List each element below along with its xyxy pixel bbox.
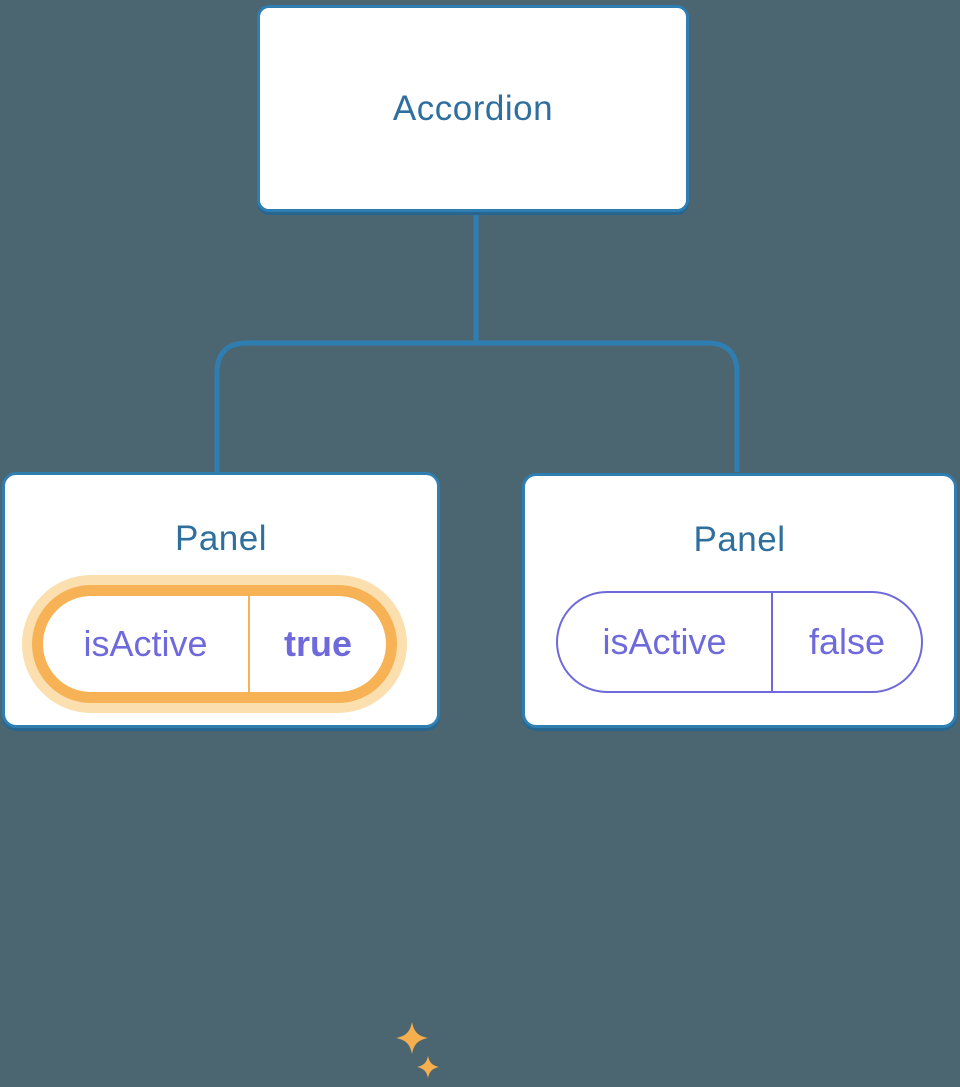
node-accordion: Accordion [257, 5, 689, 212]
state-key: isActive [602, 621, 727, 662]
node-panel-active-label: Panel [174, 519, 268, 558]
state-pill-divider [771, 593, 773, 691]
node-panel-inactive-label: Panel [693, 520, 786, 559]
node-panel-inactive: Panel isActive false [522, 473, 957, 728]
state-key: isActive [83, 623, 208, 664]
node-accordion-label: Accordion [392, 88, 554, 128]
component-tree-diagram: Accordion Panel isActive true Panel isAc… [2, 5, 957, 1078]
node-panel-active: Panel isActive true [2, 472, 440, 1078]
state-value: false [808, 621, 886, 662]
state-pill-divider [248, 596, 250, 692]
state-pill-active: isActive true [32, 585, 397, 703]
state-pill-inactive: isActive false [556, 591, 923, 693]
state-value: true [283, 623, 352, 664]
sparkles-icon [396, 1022, 439, 1078]
